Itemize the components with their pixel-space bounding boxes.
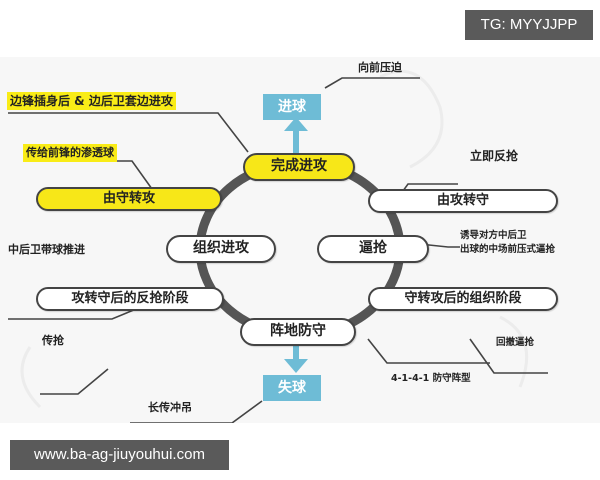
note-formation: 4-1-4-1 防守阵型: [391, 373, 471, 384]
phase-positional-defense: 阵地防守: [240, 318, 356, 346]
note-press-line1: 诱导对方中后卫: [460, 230, 527, 241]
url-watermark: www.ba-ag-jiuyouhui.com: [10, 440, 229, 470]
phase-complete-attack: 完成进攻: [243, 153, 355, 181]
phase-attack-to-defense: 由攻转守: [368, 189, 558, 213]
note-cb-carry: 中后卫带球推进: [8, 243, 85, 256]
score-box: 进球: [263, 94, 321, 120]
telegram-watermark: TG: MYYJJPP: [465, 10, 593, 40]
note-pass-press: 传抢: [42, 334, 64, 347]
note-press-line2: 出球的中场前压式逼抢: [460, 244, 556, 255]
note-through-ball: 传给前锋的渗透球: [23, 144, 117, 162]
tactics-diagram: 进球 失球 完成进攻 由守转攻 由攻转守 组织进攻 逼抢 攻转守后的反抢阶段 守…: [0, 57, 600, 423]
phase-counter-press: 攻转守后的反抢阶段: [36, 287, 224, 311]
note-immediate-counter: 立即反抢: [470, 149, 519, 163]
note-long-ball: 长传冲吊: [148, 401, 192, 414]
phase-press: 逼抢: [317, 235, 429, 263]
note-retreat-press: 回撤逼抢: [496, 337, 535, 348]
lose-box: 失球: [263, 375, 321, 401]
phase-organize-attack: 组织进攻: [166, 235, 276, 263]
phase-defense-to-attack: 由守转攻: [36, 187, 222, 211]
note-winger-fullback: 边锋插身后 & 边后卫套边进攻: [7, 92, 176, 110]
phase-organize-after-win: 守转攻后的组织阶段: [368, 287, 558, 311]
note-forward-press: 向前压迫: [358, 61, 402, 74]
